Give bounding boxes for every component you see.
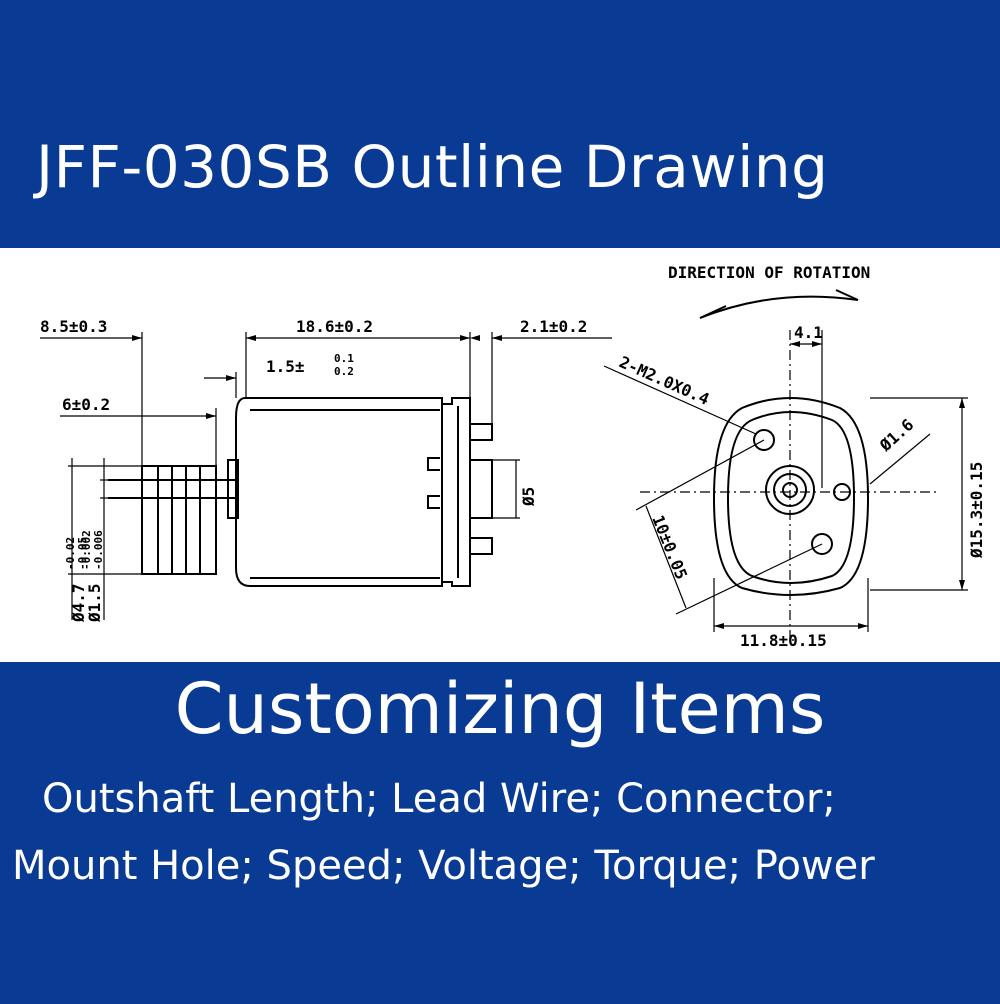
customizing-items-line-1: Outshaft Length; Lead Wire; Connector; [42,776,836,822]
dim-terminal: 2.1±0.2 [520,317,587,336]
dim-overall-shaft: 8.5±0.3 [40,317,107,336]
dim-boss-tol-upper: 0.1 [334,352,354,365]
gear-outline [141,465,217,575]
dim-body-length: 18.6±0.2 [296,317,373,336]
title-band [0,0,1000,248]
mount-hole-top [753,429,775,451]
dim-boss-dia: Ø5 [519,487,538,507]
rear-boss [469,459,493,519]
page-title: JFF-030SB Outline Drawing [36,133,829,201]
outline-drawing-svg: 8.5±0.3 18.6±0.2 2.1±0.2 1.5± 0.1 0.2 6±… [40,263,986,650]
dim-pitch: 10±0.05 [648,512,691,582]
dim-gear-dia-main: Ø4.7 [69,583,88,623]
dim-shaft-dia-main: Ø1.5 [85,583,104,623]
terminal-bottom [469,537,493,555]
dim-width: 11.8±0.15 [740,631,827,650]
outline-drawing: 8.5±0.3 18.6±0.2 2.1±0.2 1.5± 0.1 0.2 6±… [0,248,1000,662]
rotation-label: DIRECTION OF ROTATION [668,263,870,282]
dim-offset: 4.1 [794,323,823,342]
end-cap-outline [442,397,471,587]
dim-mount: 2-M2.0X0.4 [616,352,712,409]
dim-gear-dia-tol-lower: -0.05 [76,537,89,570]
dim-gear-dia-tol-upper: -0.02 [64,537,77,570]
end-view-outline [712,397,870,596]
dim-boss-main: 1.5± [266,357,305,376]
dim-shaft-dia-tol-upper: -0.002 [80,530,93,570]
customizing-items-line-2: Mount Hole; Speed; Voltage; Torque; Powe… [12,843,875,889]
rotation-arrow [699,295,859,319]
terminal-top [469,423,493,441]
motor-body-outline [235,397,443,587]
dim-gear: 6±0.2 [62,395,110,414]
dim-shaft-dia-tol-lower: -0.006 [92,530,105,570]
mount-hole-bottom [811,533,833,555]
customizing-band [0,662,1000,1004]
dim-height: Ø15.3±0.15 [967,462,986,559]
customizing-heading: Customizing Items [174,668,826,750]
dim-boss-tol-lower: 0.2 [334,365,354,378]
